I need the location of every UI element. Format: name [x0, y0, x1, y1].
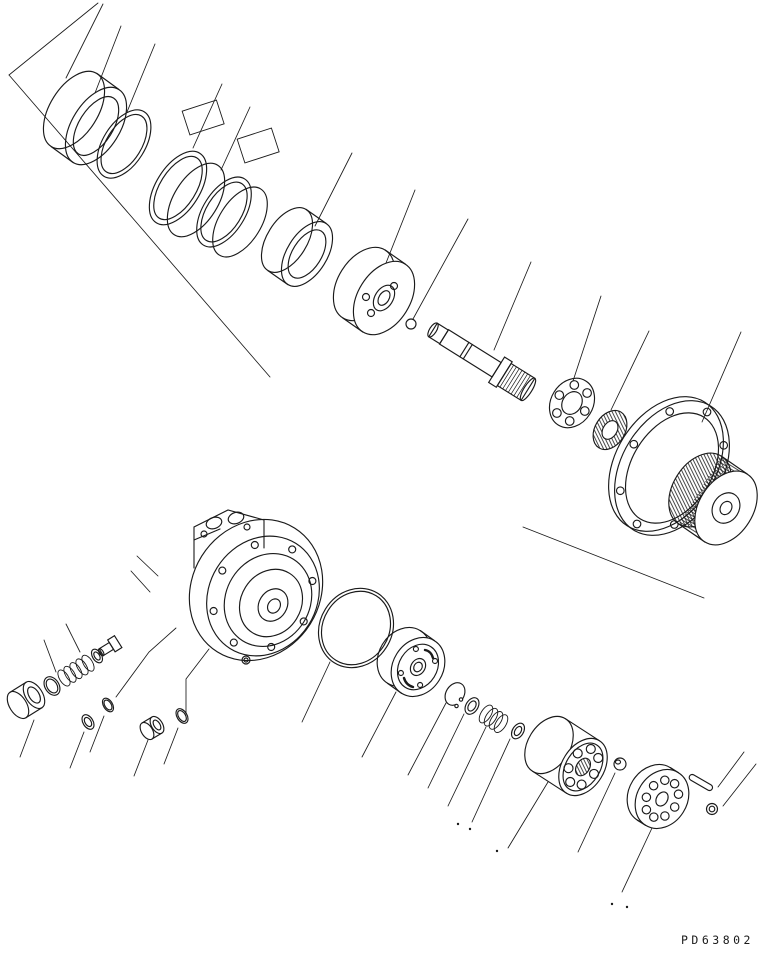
part-motor-case	[188, 509, 324, 665]
part-backup-ring-boxes	[181, 99, 280, 164]
part-brake-piston	[332, 246, 416, 336]
part-cylinder-block	[524, 715, 608, 797]
part-spring	[478, 704, 509, 733]
drawing-code: PD63802	[681, 933, 754, 947]
part-o-ring-small	[43, 676, 61, 696]
part-washer	[81, 714, 95, 730]
reference-dots	[456, 822, 629, 909]
part-seal-ring	[96, 109, 152, 179]
part-valve-plate	[376, 626, 446, 698]
part-plug-small	[139, 715, 165, 741]
leader-lines-top	[8, 2, 742, 599]
part-washer-small	[90, 648, 104, 664]
leader-lines-left	[19, 555, 210, 777]
part-ball-bearing	[548, 377, 596, 429]
part-washer-2	[510, 722, 526, 740]
part-seal-ring-cylinder	[42, 70, 128, 166]
part-o-ring-large	[317, 587, 395, 669]
part-bushing-ring	[260, 207, 334, 287]
part-washer-1	[464, 697, 480, 715]
part-plug-large	[6, 680, 46, 720]
part-o-ring	[101, 697, 115, 713]
part-spring-small	[57, 654, 95, 687]
part-check-valve	[97, 634, 123, 657]
part-ball	[613, 757, 627, 771]
part-nut	[705, 802, 719, 816]
leader-lines-bottom	[301, 661, 757, 893]
part-steel-ball	[405, 318, 417, 330]
part-o-ring-2	[175, 708, 189, 724]
part-drive-shaft	[427, 322, 537, 402]
part-spline-coupling	[592, 409, 628, 451]
part-pin	[688, 773, 714, 792]
part-hub-flange	[608, 396, 758, 546]
part-piston-ring-set	[148, 150, 268, 258]
part-retainer-plate	[626, 763, 690, 830]
part-snap-ring	[444, 682, 466, 710]
